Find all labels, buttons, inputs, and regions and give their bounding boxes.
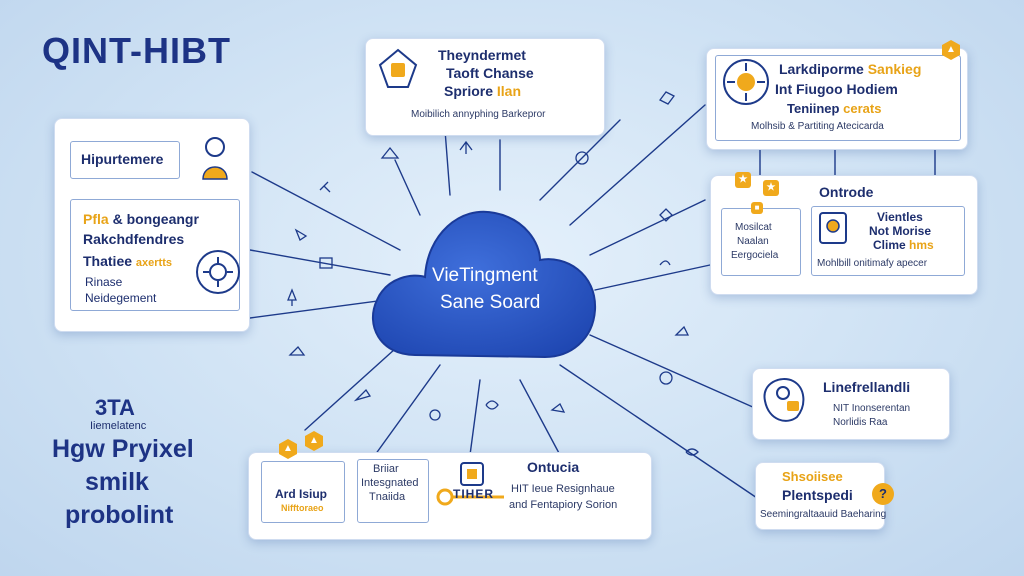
bottom-title: Ontucia <box>527 459 580 475</box>
bottom-right-caption: Seemingraltaauid Baeharing <box>760 509 887 520</box>
bottom-line2: and Fentapiory Sorion <box>509 499 618 511</box>
card-right-lower: Linefrellandli NIT Inonserentan Norlidis… <box>752 368 950 440</box>
card-top-center: Theyndermet Taoft Chanse Spriore Ilan Mo… <box>365 38 605 136</box>
cloud-icon <box>371 210 597 359</box>
card-left: Hipurtemere Pfla & bongeangr Rakchdfendr… <box>54 118 250 332</box>
bottom-hex-badge-2: ▲ <box>305 431 323 451</box>
left-line4: Rinase <box>85 275 123 289</box>
bottom-hex-badge-1: ▲ <box>279 439 297 459</box>
left-label-text: Hipurtemere <box>81 151 164 167</box>
left-line2: Rakchdfendres <box>83 231 185 247</box>
side-heading-3: probolint <box>65 501 174 529</box>
bottom-box2-line3: Tnaiida <box>369 491 406 503</box>
document-icon <box>819 212 847 244</box>
person-with-badge-icon <box>763 378 805 422</box>
right-lower-line1: NIT Inonserentan <box>833 403 911 414</box>
card-top-right: Larkdiporme Sankieg Int Fiugoo Hodiem Te… <box>706 48 968 150</box>
help-badge: ? <box>872 483 894 505</box>
top-center-line3: Spriore Ilan <box>444 83 522 99</box>
bottom-box2-line1: Briiar <box>373 463 399 475</box>
bottom-right-line1: Shsoiisee <box>782 469 843 484</box>
bottom-box2-line2: Intesgnated <box>361 477 419 489</box>
left-label-box <box>70 141 180 179</box>
side-heading-2: smilk <box>85 468 149 496</box>
card-bottom-right: Shsoiisee Plentspedi Seemingraltaauid Ba… <box>755 462 887 530</box>
mid-right-box-line2: Naalan <box>737 236 769 247</box>
top-center-caption: Moibilich annyphing Barkepror <box>411 109 546 120</box>
right-lower-title: Linefrellandli <box>823 379 911 395</box>
card-bottom: ▲ ▲ Ard Isiup Nifftoraeo Briiar Intesgna… <box>248 431 652 540</box>
top-right-hex-badge: ▲ <box>942 40 960 60</box>
mid-right-box-line3: Eergociela <box>731 250 779 261</box>
mid-right-line1: Vientles <box>877 210 923 224</box>
center-title: VieTingment <box>432 265 538 286</box>
bottom-box1-line1: Ard Isiup <box>275 487 328 501</box>
key-icon <box>436 462 504 506</box>
top-right-line1: Larkdiporme Sankieg <box>779 61 922 77</box>
mid-right-box-badge: ■ <box>751 202 763 214</box>
top-center-line1: Theyndermet <box>438 47 526 63</box>
bottom-box1-line2: Nifftoraeo <box>281 503 324 513</box>
mid-right-badge-1: ★ <box>735 172 751 188</box>
bottom-box-2 <box>357 459 429 523</box>
center-subtitle: Sane Soard <box>440 292 541 313</box>
right-lower-line2: Norlidis Raa <box>833 417 888 428</box>
top-right-line2: Int Fiugoo Hodiem <box>775 81 898 97</box>
top-right-caption: Molhsib & Partiting Atecicarda <box>751 121 884 132</box>
brand-title: QINT-HIBT <box>42 30 231 71</box>
star-badge-icon <box>378 48 418 88</box>
mid-right-line2: Not Morise <box>869 224 932 238</box>
mid-right-title: Ontrode <box>819 184 874 200</box>
gear-bulb-icon <box>723 59 769 105</box>
top-right-line3: Teniinep cerats <box>787 101 882 116</box>
side-heading-1: Hgw Pryixel <box>52 435 194 463</box>
left-line1: Pfla & bongeangr <box>83 211 199 227</box>
side-label-code: 3TA <box>95 395 135 420</box>
left-line3: Thatiee axertts <box>83 253 172 269</box>
card-mid-right: ★ ★ Ontrode ■ Mosilcat Naalan Eergociela… <box>710 172 978 295</box>
person-icon <box>202 137 228 180</box>
mid-right-line3: Clime hms <box>873 238 934 252</box>
left-line5: Neidegement <box>85 291 157 305</box>
bottom-key-label: TIHER <box>453 487 494 501</box>
side-label-sub: Iiemelatenc <box>90 420 147 432</box>
mid-right-box-line1: Mosilcat <box>735 222 772 233</box>
mid-right-badge-2: ★ <box>763 180 779 196</box>
top-center-line2: Taoft Chanse <box>446 65 534 81</box>
mid-right-caption: Mohlbill onitimafy apecer <box>817 258 928 269</box>
bottom-right-line2: Plentspedi <box>782 487 853 503</box>
bottom-line1: HIT Ieue Resignhaue <box>511 483 615 495</box>
gear-icon <box>196 250 240 294</box>
bottom-box-1 <box>261 461 345 523</box>
